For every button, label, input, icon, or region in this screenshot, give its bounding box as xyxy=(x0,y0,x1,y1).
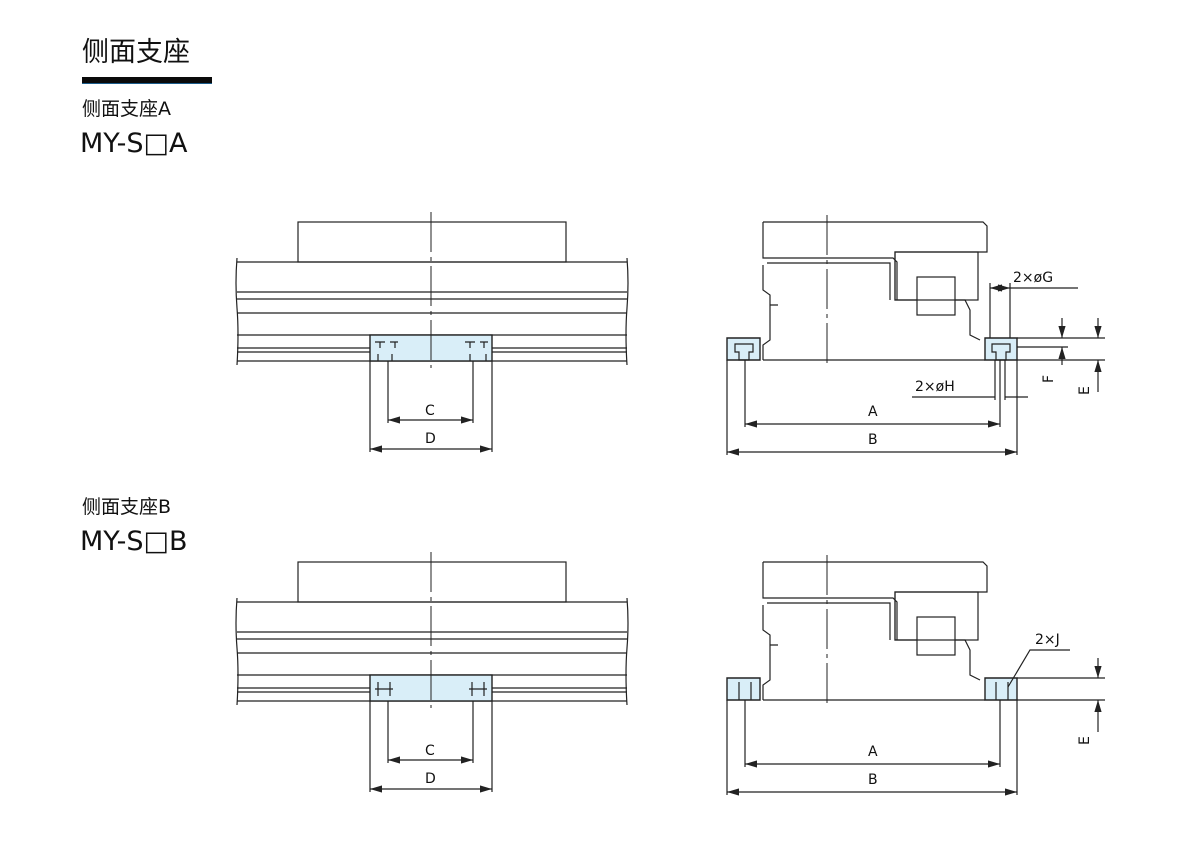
page-title: 侧面支座 xyxy=(82,37,190,68)
dim-d: D xyxy=(425,771,436,787)
section-a-side-view: A B 2×øG 2×øH F E xyxy=(726,215,1105,456)
dim-e: E xyxy=(1077,736,1093,745)
dim-h: 2×øH xyxy=(915,379,955,395)
section-b-front-view: C D xyxy=(235,552,629,793)
dim-d: D xyxy=(425,431,436,447)
dim-a: A xyxy=(868,404,878,420)
dim-b: B xyxy=(868,772,878,788)
section-a-model: MY-S□A xyxy=(80,128,188,159)
dim-j: 2×J xyxy=(1035,632,1060,648)
dim-f: F xyxy=(1041,375,1057,383)
section-a-front-view: C D xyxy=(235,212,629,453)
section-a-label: 侧面支座A xyxy=(82,98,171,120)
section-b-side-view: A B 2×J E xyxy=(726,555,1105,796)
title-underline xyxy=(82,77,212,84)
section-b-label: 侧面支座B xyxy=(82,496,172,518)
dim-c: C xyxy=(425,403,435,419)
dim-a: A xyxy=(868,744,878,760)
section-b-model: MY-S□B xyxy=(80,526,188,557)
dim-b: B xyxy=(868,432,878,448)
dim-c: C xyxy=(425,743,435,759)
dim-g: 2×øG xyxy=(1013,270,1053,286)
dim-e: E xyxy=(1077,386,1093,395)
